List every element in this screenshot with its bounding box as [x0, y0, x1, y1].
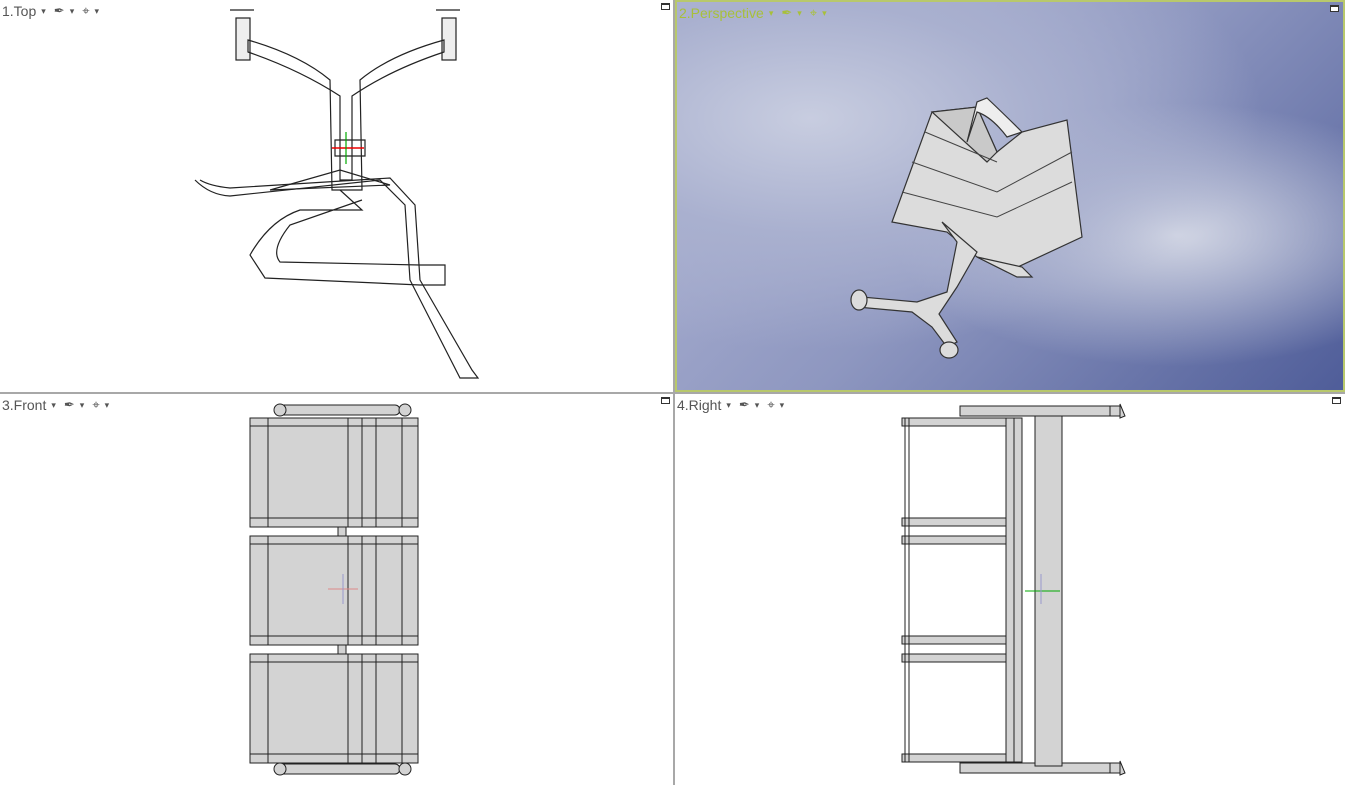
pen-icon[interactable]: ✒: [53, 3, 65, 18]
viewport-label[interactable]: 3.Front ▾ ✒ ▾ ⌖ ▾: [2, 397, 113, 413]
caret-down-icon[interactable]: ▾: [41, 5, 46, 16]
caret-down-icon[interactable]: ▾: [51, 399, 56, 410]
caret-down-icon[interactable]: ▾: [726, 399, 731, 410]
pen-icon[interactable]: ✒: [63, 397, 75, 412]
viewport-label[interactable]: 4.Right ▾ ✒ ▾ ⌖ ▾: [677, 397, 788, 413]
maximize-icon[interactable]: [1330, 5, 1339, 12]
perspective-view-drawing: [850, 97, 1083, 359]
pen-icon[interactable]: ✒: [781, 5, 793, 20]
caret-down-icon[interactable]: ▾: [69, 5, 75, 16]
viewport-splitter-horizontal[interactable]: [0, 392, 1345, 394]
pen-icon[interactable]: ✒: [738, 397, 750, 412]
crosshair-icon[interactable]: ⌖: [92, 397, 100, 412]
viewport-front[interactable]: 3.Front ▾ ✒ ▾ ⌖ ▾: [0, 394, 674, 785]
viewport-name[interactable]: 4.Right: [677, 397, 722, 413]
caret-down-icon[interactable]: ▾: [94, 5, 100, 16]
right-view-drawing: [901, 403, 1126, 776]
maximize-icon[interactable]: [661, 3, 670, 10]
viewport-name[interactable]: 2.Perspective: [679, 5, 764, 21]
maximize-icon[interactable]: [661, 397, 670, 404]
viewport-label[interactable]: 2.Perspective ▾ ✒ ▾ ⌖ ▾: [679, 5, 831, 21]
viewport-perspective[interactable]: 2.Perspective ▾ ✒ ▾ ⌖ ▾: [675, 0, 1345, 392]
viewport-right[interactable]: 4.Right ▾ ✒ ▾ ⌖ ▾: [675, 394, 1345, 785]
caret-down-icon[interactable]: ▾: [822, 7, 827, 18]
caret-down-icon[interactable]: ▾: [768, 7, 774, 18]
maximize-icon[interactable]: [1332, 397, 1341, 404]
viewport-name[interactable]: 3.Front: [2, 397, 47, 413]
viewport-top[interactable]: 1.Top ▾ ✒ ▾ ⌖ ▾: [0, 0, 674, 392]
top-view-drawing: [194, 9, 480, 379]
crosshair-icon[interactable]: ⌖: [82, 3, 90, 18]
crosshair-icon[interactable]: ⌖: [809, 5, 818, 20]
viewport-splitter-vertical[interactable]: [673, 0, 675, 785]
caret-down-icon[interactable]: ▾: [104, 399, 110, 410]
viewport-label[interactable]: 1.Top ▾ ✒ ▾ ⌖ ▾: [2, 3, 103, 19]
caret-down-icon[interactable]: ▾: [79, 399, 85, 410]
viewport-name[interactable]: 1.Top: [2, 3, 37, 19]
crosshair-icon[interactable]: ⌖: [767, 397, 775, 412]
caret-down-icon[interactable]: ▾: [779, 399, 785, 410]
front-view-drawing: [249, 403, 419, 776]
caret-down-icon[interactable]: ▾: [754, 399, 760, 410]
caret-down-icon[interactable]: ▾: [797, 7, 802, 18]
